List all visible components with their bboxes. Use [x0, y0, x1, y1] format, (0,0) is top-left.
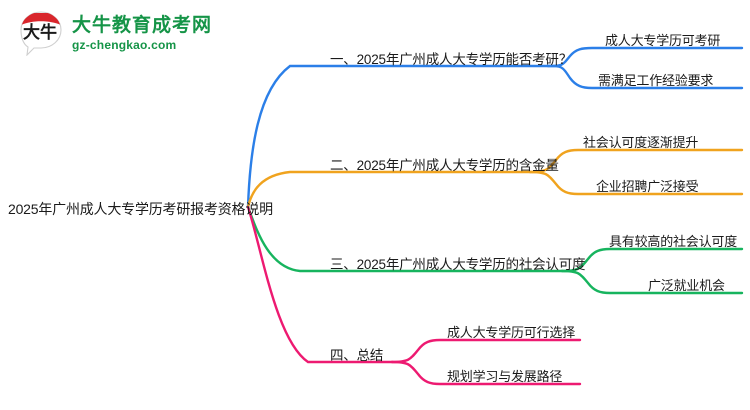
mindmap-branch-3[interactable]: 三、2025年广州成人大专学历的社会认可度: [330, 257, 586, 272]
logo-text-block: 大牛教育成考网 gz-chengkao.com: [72, 16, 212, 51]
mindmap-leaf-3-1[interactable]: 具有较高的社会认可度: [609, 234, 738, 249]
leaf-line-2-1: [528, 148, 744, 174]
logo-title: 大牛教育成考网: [72, 14, 213, 36]
mindmap-leaf-2-2[interactable]: 企业招聘广泛接受: [596, 179, 699, 194]
site-logo: 大牛 大牛教育成考网 gz-chengkao.com: [18, 10, 212, 57]
mindmap-leaf-4-2[interactable]: 规划学习与发展路径: [447, 369, 563, 384]
mindmap-leaf-2-1[interactable]: 社会认可度逐渐提升: [583, 135, 699, 150]
logo-domain: gz-chengkao.com: [72, 37, 177, 52]
mindmap-branch-4[interactable]: 四、总结: [330, 348, 384, 363]
leaf-line-3-1: [560, 247, 744, 273]
mindmap-root-node[interactable]: 2025年广州成人大专学历考研报考资格说明: [8, 201, 273, 217]
branch-line-1: [246, 64, 550, 209]
mindmap-leaf-3-2[interactable]: 广泛就业机会: [648, 278, 725, 293]
leaf-line-1-1: [546, 46, 744, 68]
mindmap-leaf-4-1[interactable]: 成人大专学历可行选择: [447, 325, 576, 340]
mindmap-branch-1[interactable]: 一、2025年广州成人大专学历能否考研？: [330, 52, 573, 67]
branch-line-4: [246, 205, 394, 364]
mindmap-leaf-1-2[interactable]: 需满足工作经验要求: [598, 73, 714, 88]
mindmap-leaf-1-1[interactable]: 成人大专学历可考研: [605, 33, 721, 48]
svg-text:大牛: 大牛: [23, 22, 57, 42]
mindmap-branch-2[interactable]: 二、2025年广州成人大专学历的含金量: [330, 158, 559, 173]
leaf-line-4-1: [390, 338, 582, 364]
logo-mark-icon: 大牛: [18, 10, 64, 57]
branch-line-2: [246, 170, 532, 209]
